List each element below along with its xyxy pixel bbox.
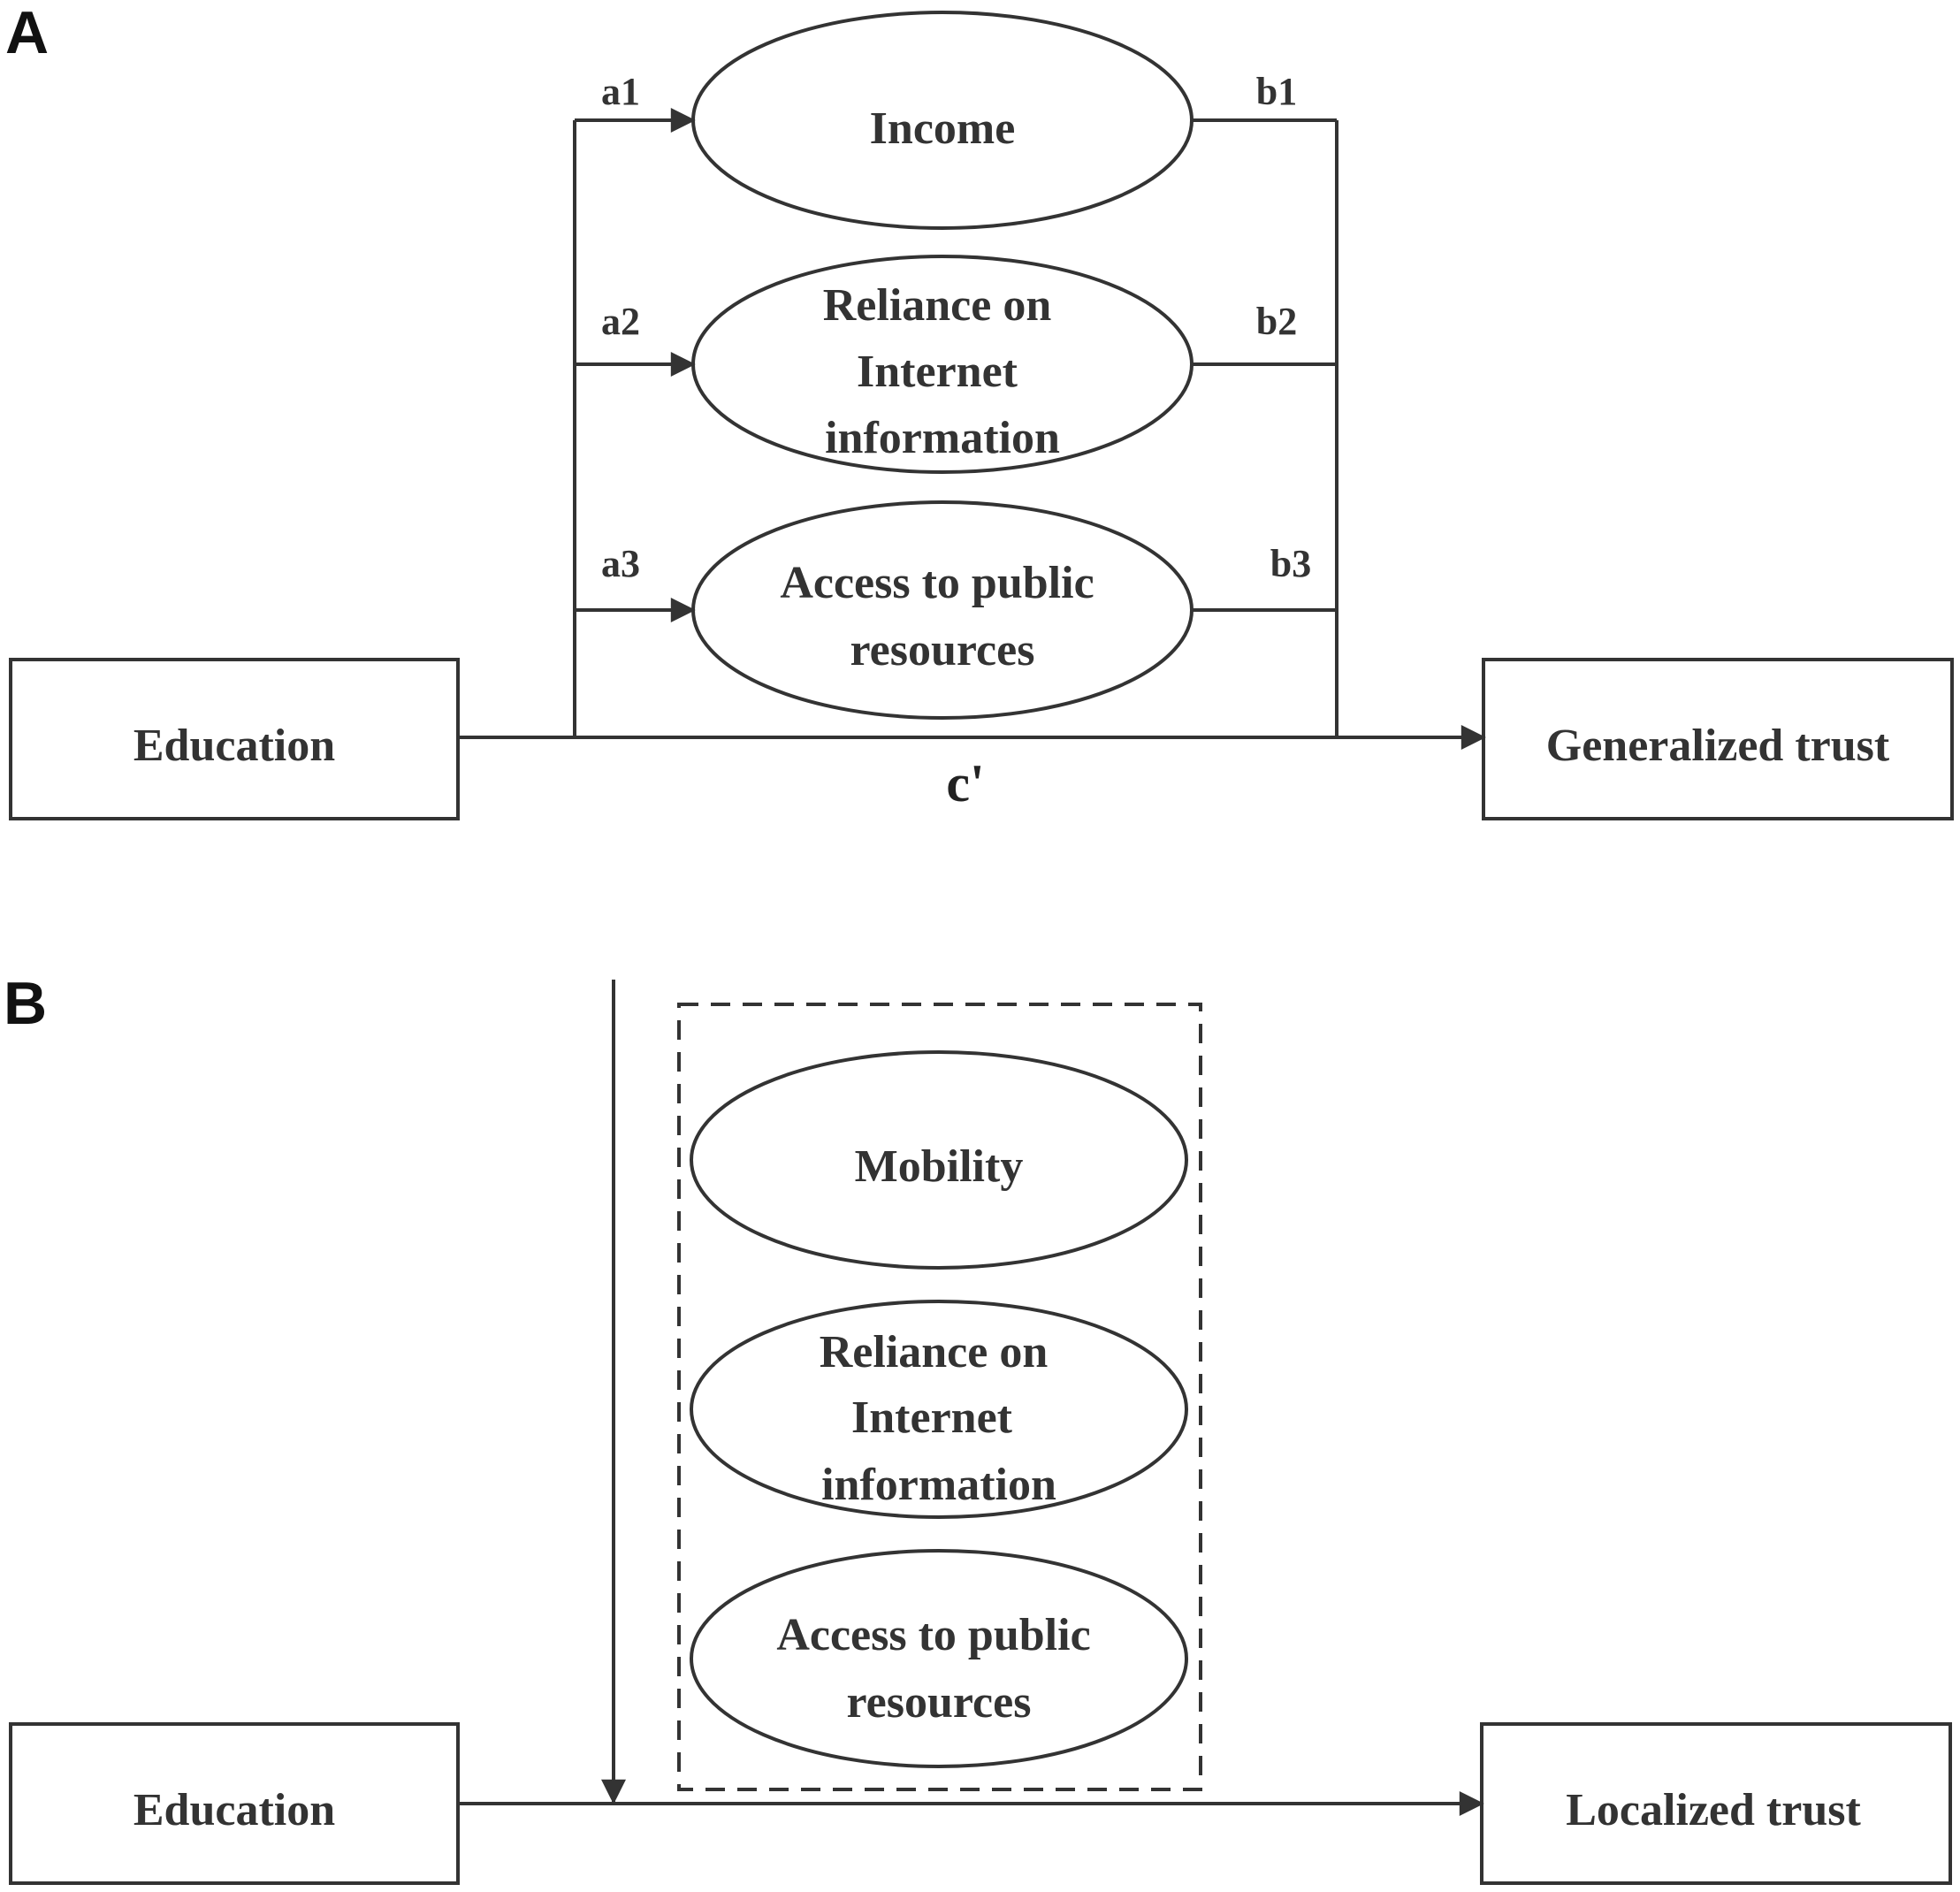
mediator-label-line: resources xyxy=(847,1677,1032,1728)
panel-b-outcome-box: Localized trust xyxy=(1480,1722,1952,1885)
panel-a-a1-label: a1 xyxy=(601,70,640,113)
mediator-label-line: information xyxy=(821,1460,1056,1510)
panel-a-a2-label: a2 xyxy=(601,300,640,343)
mediator-label-line: Mobility xyxy=(855,1141,1024,1192)
panel-b-outcome-label: Localized trust xyxy=(1566,1785,1861,1835)
panel-a-mediator-internet-reliance: Reliance on Internet information xyxy=(691,255,1194,474)
mediator-label-line: Internet xyxy=(851,1392,1013,1443)
panel-a-b3-label: b3 xyxy=(1270,542,1311,585)
mediator-label-line: Access to public xyxy=(780,558,1094,608)
mediator-label-line: resources xyxy=(850,625,1035,675)
panel-a-outcome-label: Generalized trust xyxy=(1546,721,1890,771)
panel-b-mediator-internet-reliance: Reliance on Internet information xyxy=(690,1300,1188,1519)
panel-a-b2-label: b2 xyxy=(1256,300,1297,343)
mediator-label-line: Internet xyxy=(857,347,1018,397)
panel-a: A Education Generalized trust Income Rel… xyxy=(5,0,1954,820)
panel-b-label: B xyxy=(4,970,47,1037)
panel-b-mediator-public-resources: Access to public resources xyxy=(690,1549,1188,1768)
panel-b-mediator-mobility: Mobility xyxy=(690,1050,1188,1270)
panel-a-a3-label: a3 xyxy=(601,542,640,585)
panel-a-mediator-public-resources: Access to public resources xyxy=(691,500,1194,720)
mediator-label-line: Reliance on xyxy=(820,1327,1049,1377)
panel-a-direct-path-label: c' xyxy=(946,754,984,812)
panel-b-mediator-group-frame xyxy=(677,1003,1202,1791)
panel-a-outcome-box: Generalized trust xyxy=(1482,658,1954,820)
panel-a-b1-label: b1 xyxy=(1256,70,1297,113)
panel-a-predictor-box: Education xyxy=(9,658,460,820)
mediator-label-line: Access to public xyxy=(776,1610,1090,1660)
mediator-label-line: Reliance on xyxy=(823,280,1052,331)
panel-b-predictor-label: Education xyxy=(133,1785,335,1835)
panel-b: B Education Localized trust Mobility Rel… xyxy=(4,970,1952,1885)
panel-a-mediator-income: Income xyxy=(691,11,1194,230)
mediator-label-line: Income xyxy=(870,103,1016,154)
mediator-label-line: information xyxy=(825,413,1060,463)
panel-a-predictor-label: Education xyxy=(133,721,335,771)
panel-a-label: A xyxy=(5,0,49,66)
panel-b-predictor-box: Education xyxy=(9,1722,460,1885)
